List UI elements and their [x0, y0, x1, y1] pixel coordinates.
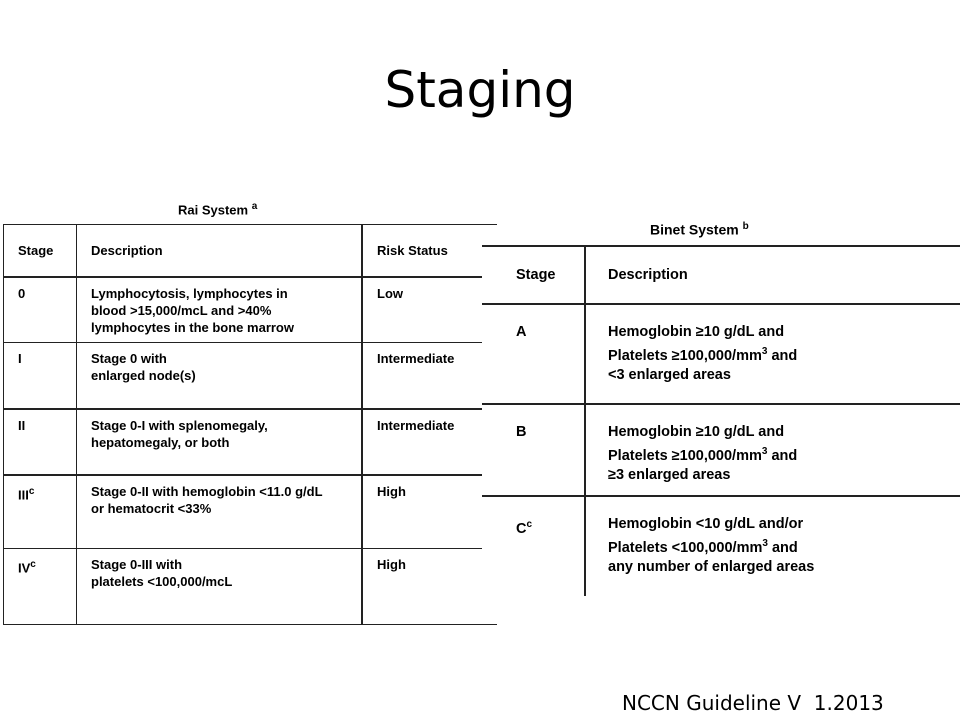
rai-description-line: enlarged node(s) — [91, 368, 196, 383]
rai-header-description: Description — [76, 224, 363, 278]
rai-caption-note: a — [251, 201, 258, 212]
binet-stage-note: c — [526, 519, 533, 530]
rai-stage: IV — [18, 560, 31, 576]
rai-stage: I — [18, 351, 22, 366]
rai-description-line: Stage 0-II with hemoglobin <11.0 g/dL — [91, 483, 323, 499]
rai-risk-cell: Intermediate — [361, 342, 497, 409]
rai-stage: II — [18, 417, 26, 433]
rai-description-line: platelets <100,000/mcL — [91, 574, 233, 589]
rai-description-cell: Lymphocytosis, lymphocytes in blood >15,… — [76, 276, 363, 343]
binet-stage-cell: B — [482, 403, 586, 497]
binet-header-stage: Stage — [482, 245, 586, 305]
binet-caption-text: Binet System — [650, 221, 739, 238]
binet-description-line: Platelets ≥100,000/mm3 and — [608, 342, 960, 366]
rai-header-risk: Risk Status — [361, 224, 497, 278]
rai-caption-text: Rai System — [178, 202, 249, 218]
binet-header-description: Description — [584, 245, 960, 305]
rai-description-line: lymphocytes in the bone marrow — [91, 319, 294, 335]
rai-stage-cell: IIIc — [3, 473, 77, 549]
binet-description-line: Hemoglobin ≥10 g/dL and — [608, 323, 960, 342]
rai-stage-cell: IVc — [3, 548, 77, 625]
binet-description-line: any number of enlarged areas — [608, 558, 960, 577]
binet-line-text: Platelets ≥100,000/mm — [608, 447, 762, 464]
rai-description-cell: Stage 0-I with splenomegaly, hepatomegal… — [76, 407, 363, 475]
binet-line-text: Hemoglobin <10 g/dL and/or — [608, 516, 804, 532]
rai-description-line: blood >15,000/mcL and >40% — [91, 302, 272, 318]
rai-stage-note: c — [30, 559, 36, 570]
rai-header-row: Stage Description Risk Status — [3, 224, 497, 278]
binet-line-text: Hemoglobin ≥10 g/dL and — [608, 424, 785, 440]
rai-risk-cell: High — [361, 548, 497, 625]
binet-line-sup: 3 — [762, 538, 768, 549]
rai-description-line: Stage 0-III with — [91, 557, 183, 572]
binet-row-b: B Hemoglobin ≥10 g/dL and Platelets ≥100… — [482, 403, 960, 497]
rai-row-1: I Stage 0 with enlarged node(s) Intermed… — [3, 342, 497, 409]
binet-row-c: Cc Hemoglobin <10 g/dL and/or Platelets … — [482, 495, 960, 596]
rai-row-3: IIIc Stage 0-II with hemoglobin <11.0 g/… — [3, 473, 497, 549]
rai-stage-cell: II — [3, 407, 77, 475]
binet-line-text: <3 enlarged areas — [608, 366, 731, 383]
rai-caption: Rai System a — [178, 201, 257, 217]
rai-description-cell: Stage 0-III with platelets <100,000/mcL — [76, 548, 363, 625]
binet-stage: C — [516, 520, 527, 537]
binet-stage-cell: Cc — [482, 495, 586, 596]
binet-line-sup: 3 — [761, 446, 768, 457]
rai-stage: III — [18, 486, 29, 502]
binet-description-cell: Hemoglobin <10 g/dL and/or Platelets <10… — [584, 495, 960, 596]
rai-description-line: or hematocrit <33% — [91, 500, 212, 516]
rai-stage-cell: I — [3, 342, 77, 409]
rai-row-4: IVc Stage 0-III with platelets <100,000/… — [3, 548, 497, 625]
rai-risk-cell: Low — [361, 276, 497, 343]
binet-line-text: Platelets ≥100,000/mm — [608, 347, 762, 364]
binet-description-line: ≥3 enlarged areas — [608, 466, 960, 485]
binet-description-line: Platelets ≥100,000/mm3 and — [608, 442, 960, 466]
binet-line-after: and — [767, 539, 798, 556]
slide-title: Staging — [384, 61, 576, 119]
binet-description-line: <3 enlarged areas — [608, 366, 960, 385]
rai-description-line: Stage 0 with — [91, 351, 167, 366]
binet-line-sup: 3 — [761, 346, 768, 357]
rai-stage: 0 — [18, 285, 26, 301]
rai-row-2: II Stage 0-I with splenomegaly, hepatome… — [3, 407, 497, 475]
binet-line-text: Hemoglobin ≥10 g/dL and — [608, 324, 785, 340]
binet-line-after: and — [767, 447, 798, 464]
rai-description-cell: Stage 0-II with hemoglobin <11.0 g/dL or… — [76, 473, 363, 549]
binet-stage: A — [516, 324, 527, 340]
rai-description-cell: Stage 0 with enlarged node(s) — [76, 342, 363, 409]
binet-stage-cell: A — [482, 303, 586, 405]
binet-table: Stage Description A Hemoglobin ≥10 g/dL … — [482, 245, 960, 596]
binet-caption-note: b — [742, 221, 749, 232]
binet-caption: Binet System b — [650, 221, 749, 238]
binet-description-cell: Hemoglobin ≥10 g/dL and Platelets ≥100,0… — [584, 403, 960, 497]
rai-stage-note: c — [28, 485, 35, 497]
binet-line-text: Platelets <100,000/mm — [608, 539, 763, 556]
rai-risk-cell: High — [361, 473, 497, 549]
binet-line-text: ≥3 enlarged areas — [608, 466, 731, 483]
binet-description-cell: Hemoglobin ≥10 g/dL and Platelets ≥100,0… — [584, 303, 960, 405]
binet-stage: B — [516, 424, 527, 440]
binet-description-line: Platelets <100,000/mm3 and — [608, 534, 960, 558]
rai-header-stage: Stage — [3, 224, 77, 278]
binet-description-line: Hemoglobin <10 g/dL and/or — [608, 515, 960, 534]
rai-risk-cell: Intermediate — [361, 407, 497, 475]
slide-footer: NCCN Guideline V 1.2013 — [622, 691, 884, 715]
rai-row-0: 0 Lymphocytosis, lymphocytes in blood >1… — [3, 276, 497, 343]
rai-description-line: Stage 0-I with splenomegaly, — [91, 417, 268, 433]
rai-description-line: Lymphocytosis, lymphocytes in — [91, 285, 288, 301]
rai-description-line: hepatomegaly, or both — [91, 434, 230, 450]
rai-stage-cell: 0 — [3, 276, 77, 343]
binet-header-row: Stage Description — [482, 245, 960, 305]
binet-description-line: Hemoglobin ≥10 g/dL and — [608, 423, 960, 442]
binet-line-text: any number of enlarged areas — [608, 558, 815, 575]
binet-line-after: and — [767, 347, 798, 364]
binet-row-a: A Hemoglobin ≥10 g/dL and Platelets ≥100… — [482, 303, 960, 405]
rai-table: Stage Description Risk Status 0 Lymphocy… — [3, 224, 497, 625]
